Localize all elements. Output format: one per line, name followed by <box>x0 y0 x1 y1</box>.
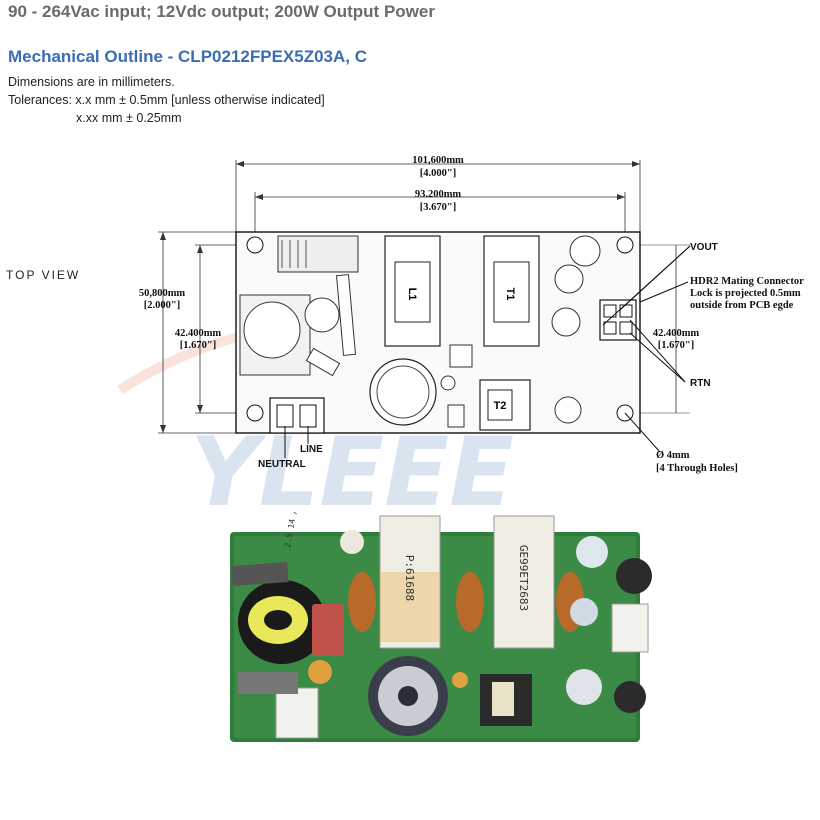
units-note: Dimensions are in millimeters. <box>8 75 175 89</box>
callout-hdr2-line2: Lock is projected 0.5mm <box>690 288 801 299</box>
callout-line: LINE <box>300 444 323 455</box>
mount-hole-bl <box>246 404 264 422</box>
watermark: YLEEE <box>117 317 514 528</box>
callout-hole-note: [4 Through Holes] <box>656 463 738 474</box>
product-subtitle: 90 - 264Vac input; 12Vdc output; 200W Ou… <box>8 2 435 21</box>
mount-hole-tr <box>616 236 634 254</box>
watermark-text: YLEEE <box>190 418 514 528</box>
dim-height-mm: 50,800mm <box>139 288 186 299</box>
dim-width-mm: 101,600mm <box>412 155 464 166</box>
callout-hole-dia: Ø 4mm <box>656 450 690 461</box>
tolerance-line-2: x.xx mm ± 0.25mm <box>76 111 182 125</box>
dim-hole-height-right-in: [1.670"] <box>658 340 694 351</box>
dim-hole-height-left-mm: 42.400mm <box>175 328 222 339</box>
section-title: Mechanical Outline - CLP0212FPEX5Z03A, C <box>8 47 368 66</box>
transformer-t2: T2 <box>494 400 507 412</box>
dim-hole-width-in: [3.670"] <box>420 202 456 213</box>
transformer-t1: T1 <box>504 288 516 301</box>
tolerance-line-1: Tolerances: x.x mm ± 0.5mm [unless other… <box>8 93 325 107</box>
callout-vout: VOUT <box>690 242 718 253</box>
mount-hole-tl <box>246 236 264 254</box>
callout-neutral: NEUTRAL <box>258 459 306 470</box>
dim-hole-height-left-in: [1.670"] <box>180 340 216 351</box>
photo-label-p: P:61688 <box>403 555 416 601</box>
callout-hdr2-line1: HDR2 Mating Connector <box>690 276 804 287</box>
dim-width-in: [4.000"] <box>420 168 456 179</box>
dim-height-in: [2.000"] <box>144 300 180 311</box>
pcb-photo: P:61688 GE99ET2683 2.5 14 / 33 B <box>212 512 662 744</box>
dim-hole-height-right-mm: 42.400mm <box>653 328 700 339</box>
callout-hdr2-line3: outside from PCB egde <box>690 300 794 311</box>
photo-label-ge: GE99ET2683 <box>517 545 530 611</box>
callout-rtn: RTN <box>690 378 711 389</box>
top-view-label: TOP VIEW <box>6 268 81 282</box>
dim-hole-width-mm: 93.200mm <box>415 189 462 200</box>
transformer-l1: L1 <box>406 288 418 301</box>
